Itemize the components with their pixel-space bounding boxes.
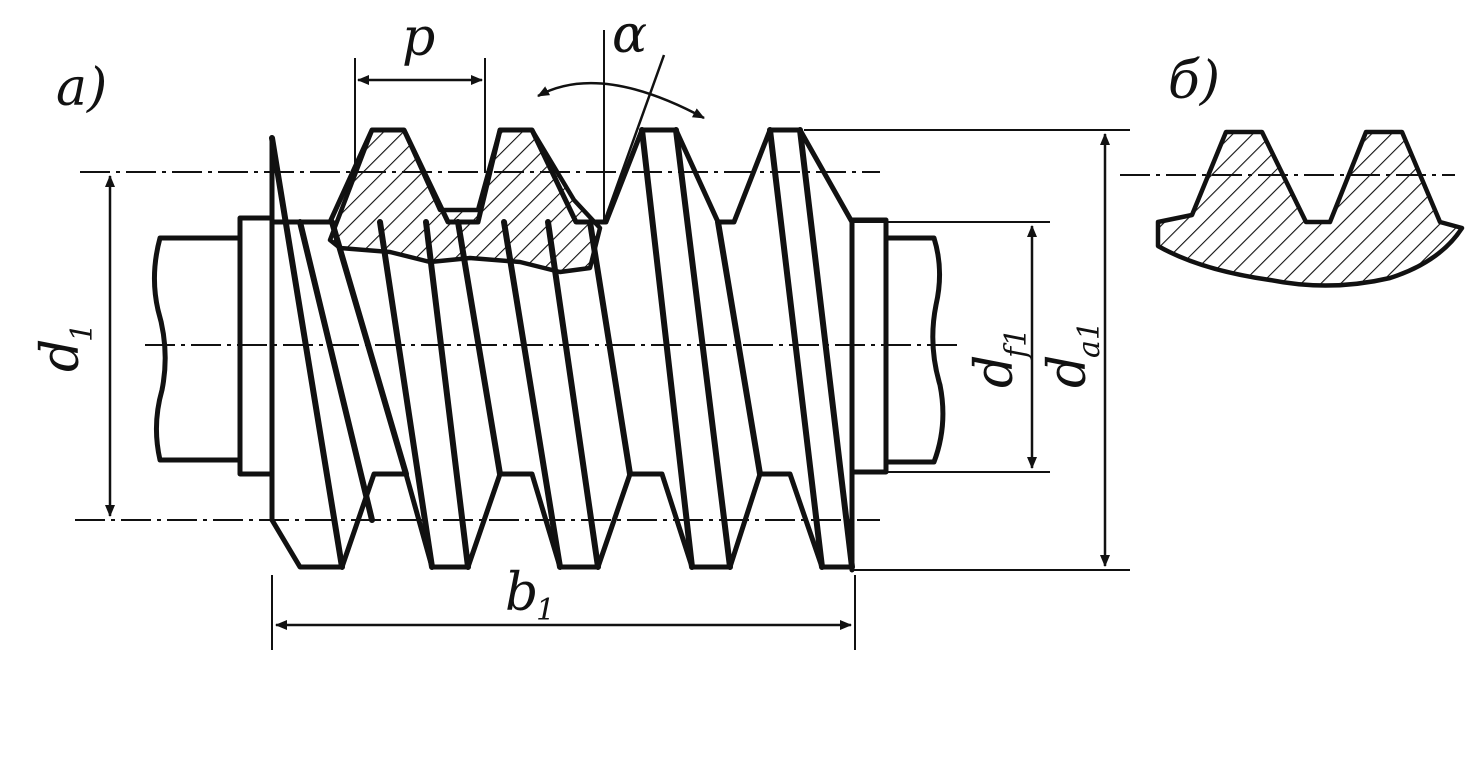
angle-label: α <box>612 5 647 65</box>
left-shaft <box>151 235 243 463</box>
angle-arc <box>537 81 705 120</box>
profile-section <box>1155 129 1465 288</box>
svg-text:b: b <box>505 563 538 623</box>
df1-label: d f1 <box>965 328 1034 388</box>
svg-text:a1: a1 <box>1072 321 1107 358</box>
svg-text:d: d <box>1038 355 1098 388</box>
worm-view-a <box>151 127 946 573</box>
profile-view-b <box>1155 129 1465 288</box>
da1-label: d a1 <box>1038 321 1107 388</box>
svg-text:d: d <box>965 355 1025 388</box>
dimension-lines <box>105 54 1110 630</box>
section-cutaway <box>327 127 603 275</box>
extension-lines <box>271 30 1130 650</box>
thread-helix-lines <box>269 127 855 570</box>
svg-text:1: 1 <box>65 323 100 342</box>
svg-text:1: 1 <box>536 593 555 628</box>
view-b-label: б) <box>1168 51 1220 111</box>
right-shaft <box>883 235 946 465</box>
view-a-label: а) <box>56 58 107 118</box>
d1-label: d 1 <box>31 323 100 372</box>
labels: а) б) p α d 1 d f1 d a1 b 1 <box>31 5 1220 628</box>
svg-text:f1: f1 <box>999 328 1034 360</box>
b1-label: b 1 <box>505 563 555 628</box>
angle-leg <box>602 54 666 223</box>
pitch-label: p <box>402 8 435 68</box>
svg-text:d: d <box>31 339 91 372</box>
